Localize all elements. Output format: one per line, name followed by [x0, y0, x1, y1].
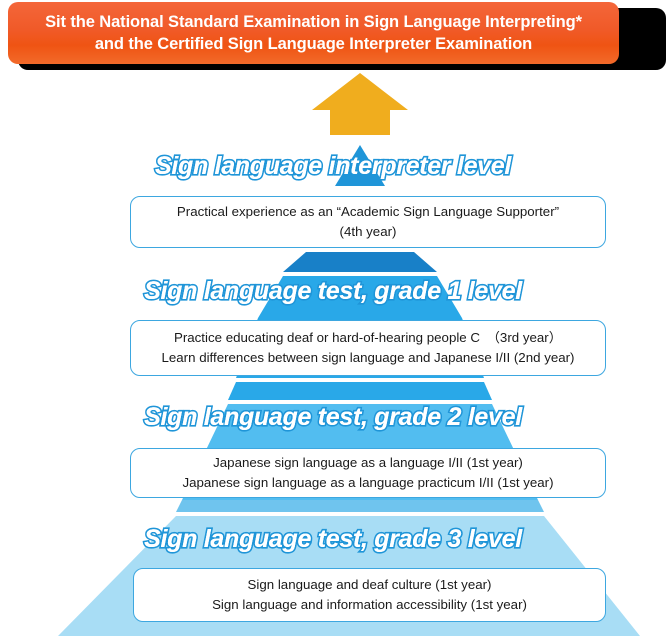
course-line: Japanese sign language as a language I/I…	[213, 454, 523, 470]
course-box-grade-3: Sign language and deaf culture (1st year…	[133, 568, 606, 622]
heading-grade-2-level: Sign language test, grade 2 level Sign l…	[143, 401, 524, 432]
course-line: Practice educating deaf or hard-of-heari…	[173, 329, 563, 345]
band-interpreter-bottom	[283, 252, 437, 272]
course-line: (4th year)	[339, 224, 397, 239]
banner-line-2: and the Certified Sign Language Interpre…	[94, 35, 533, 53]
band-grade-1	[258, 276, 462, 318]
heading-grade-3-level: Sign language test, grade 3 level Sign l…	[143, 523, 524, 554]
course-line: Japanese sign language as a language pra…	[182, 475, 554, 490]
course-line: Practical experience as an “Academic Sig…	[176, 203, 560, 219]
course-line: Learn differences between sign language …	[161, 350, 575, 365]
course-box-grade-2: Japanese sign language as a language I/I…	[130, 448, 606, 498]
course-line: Sign language and deaf culture (1st year…	[247, 576, 492, 592]
up-arrow-icon	[312, 73, 408, 135]
exam-banner: Sit the National Standard Examination in…	[8, 2, 619, 64]
band-grade-3-top	[176, 500, 544, 512]
connector-interpreter	[335, 145, 385, 186]
course-line: Sign language and information accessibil…	[212, 597, 527, 612]
heading-grade-1-level: Sign language test, grade 1 level Sign l…	[143, 275, 524, 306]
banner-line-1: Sit the National Standard Examination in…	[45, 12, 582, 31]
course-box-interpreter: Practical experience as an “Academic Sig…	[130, 196, 606, 248]
band-grade-2-top	[228, 382, 492, 400]
course-box-grade-1: Practice educating deaf or hard-of-heari…	[130, 320, 606, 376]
banner-text: Sit the National Standard Examination in…	[35, 11, 592, 56]
heading-interpreter-level: Sign language interpreter level Sign lan…	[153, 150, 513, 181]
